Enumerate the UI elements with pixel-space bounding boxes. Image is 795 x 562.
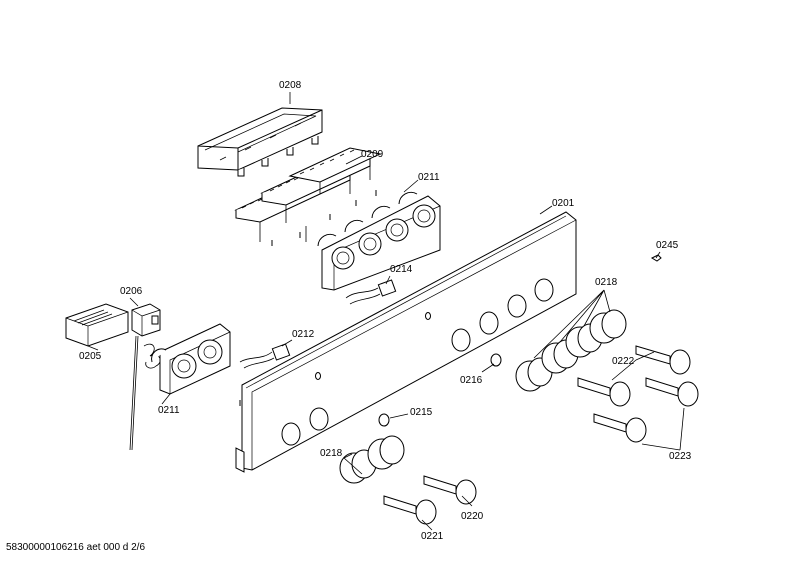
part-0212-wire-switch (239, 343, 291, 369)
part-0214-wire-switch (345, 279, 397, 305)
part-shaft-knobs (383, 345, 699, 525)
label-0201: 0201 (552, 198, 575, 209)
part-0209-terminal-strips (234, 147, 382, 246)
part-0216-spacer (490, 353, 502, 367)
label-0212: 0212 (292, 329, 315, 340)
label-0218-top: 0218 (595, 277, 618, 288)
label-0206: 0206 (120, 286, 143, 297)
label-0220: 0220 (461, 511, 484, 522)
label-0205: 0205 (79, 351, 102, 362)
label-0218-bottom: 0218 (320, 448, 343, 459)
part-0245-clip (650, 254, 662, 262)
part-0206-thermostat (129, 303, 161, 451)
label-0245: 0245 (656, 240, 679, 251)
part-0215-spacer (378, 413, 390, 427)
label-0208: 0208 (279, 80, 302, 91)
label-0211-left: 0211 (158, 405, 180, 416)
label-0214: 0214 (390, 264, 413, 275)
part-0218-knobs-bottom (339, 435, 405, 484)
label-0216: 0216 (460, 375, 483, 386)
label-0211-top: 0211 (418, 172, 440, 183)
label-0215: 0215 (410, 407, 433, 418)
label-0222: 0222 (612, 356, 635, 367)
part-0208-tray (197, 107, 323, 177)
drawing-reference-footer: 58300000106216 aet 000 d 2/6 (6, 542, 146, 553)
label-0223: 0223 (669, 451, 692, 462)
part-0211-switch-block-left (151, 323, 231, 395)
leader-lines (87, 92, 685, 531)
part-0218-knobs-top (515, 309, 627, 392)
part-0201-control-panel (235, 211, 577, 473)
part-0211-switch-block-top (317, 191, 441, 291)
label-0221: 0221 (421, 531, 444, 542)
label-0209: 0209 (361, 149, 384, 160)
part-0205-terminal-block (65, 303, 129, 347)
